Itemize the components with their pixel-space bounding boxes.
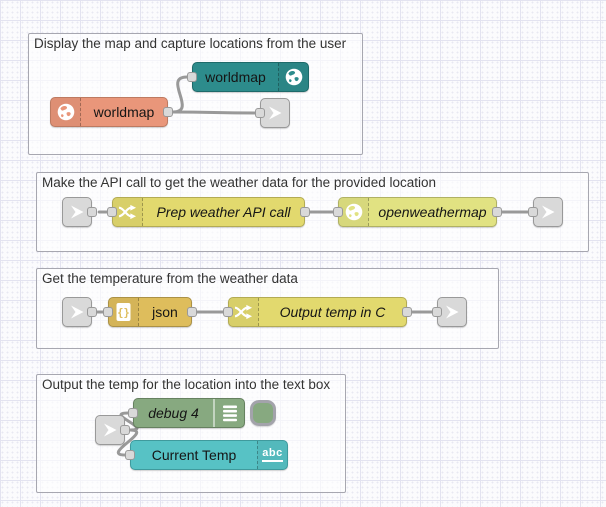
node-link-in-weather[interactable] [62, 197, 97, 227]
node-prep-weather-api-call[interactable]: Prep weather API call [107, 197, 310, 227]
link-out-icon [261, 99, 289, 127]
node-label: Current Temp [151, 447, 237, 463]
node-debug-4[interactable]: debug 4 [128, 398, 245, 428]
globe-icon [339, 198, 369, 226]
globe-icon [278, 63, 308, 91]
node-input-port[interactable] [432, 307, 442, 317]
node-label: json [152, 304, 178, 320]
node-output-temp-in-c[interactable]: Output temp in C [223, 297, 412, 327]
wire[interactable] [116, 428, 139, 457]
link-in-icon [63, 298, 91, 326]
node-current-temp[interactable]: Current Temp abc [125, 440, 288, 470]
node-worldmap-display[interactable]: worldmap [187, 62, 309, 92]
debug-toggle-button[interactable] [250, 400, 276, 426]
node-input-port[interactable] [528, 207, 538, 217]
node-output-port[interactable] [87, 207, 97, 217]
debug-list-icon [213, 399, 244, 427]
node-label: openweathermap [378, 204, 487, 220]
node-output-port[interactable] [187, 307, 197, 317]
node-worldmap-events[interactable]: worldmap [50, 97, 173, 127]
node-output-port[interactable] [120, 425, 130, 435]
flow-group[interactable]: Output the temp for the location into th… [36, 374, 346, 493]
group-title: Output the temp for the location into th… [42, 377, 331, 392]
node-link-out-map[interactable] [255, 98, 290, 128]
flow-group[interactable]: Display the map and capture locations fr… [28, 33, 363, 155]
shuffle-icon [229, 298, 259, 326]
node-link-in-output[interactable] [95, 415, 130, 445]
node-label: worldmap [205, 69, 266, 85]
node-output-port[interactable] [492, 207, 502, 217]
group-title: Get the temperature from the weather dat… [42, 271, 298, 286]
node-input-port[interactable] [333, 207, 343, 217]
node-label: worldmap [93, 104, 155, 120]
node-link-in-temp[interactable] [62, 297, 97, 327]
node-label: Prep weather API call [156, 204, 291, 220]
node-input-port[interactable] [125, 450, 135, 460]
node-input-port[interactable] [107, 207, 117, 217]
node-input-port[interactable] [187, 72, 197, 82]
node-openweathermap[interactable]: openweathermap [333, 197, 502, 227]
link-out-icon [438, 298, 466, 326]
node-label: debug 4 [148, 405, 199, 421]
link-in-icon [96, 416, 124, 444]
node-link-out-temp[interactable] [432, 297, 467, 327]
svg-text:{}: {} [117, 307, 130, 319]
globe-icon [51, 98, 81, 126]
node-input-port[interactable] [128, 408, 138, 418]
node-output-port[interactable] [402, 307, 412, 317]
wire[interactable] [171, 110, 257, 115]
group-title: Display the map and capture locations fr… [34, 36, 347, 51]
node-json[interactable]: {} json [103, 297, 197, 327]
node-label: Output temp in C [279, 304, 386, 320]
link-out-icon [534, 198, 562, 226]
json-icon: {} [109, 298, 139, 326]
node-output-port[interactable] [300, 207, 310, 217]
node-input-port[interactable] [255, 108, 265, 118]
node-output-port[interactable] [163, 107, 173, 117]
node-input-port[interactable] [223, 307, 233, 317]
abc-icon: abc [257, 441, 287, 469]
group-title: Make the API call to get the weather dat… [42, 175, 436, 190]
node-input-port[interactable] [103, 307, 113, 317]
shuffle-icon [113, 198, 143, 226]
node-output-port[interactable] [87, 307, 97, 317]
link-in-icon [63, 198, 91, 226]
abc-icon-label: abc [262, 448, 283, 462]
node-link-out-weather[interactable] [528, 197, 563, 227]
